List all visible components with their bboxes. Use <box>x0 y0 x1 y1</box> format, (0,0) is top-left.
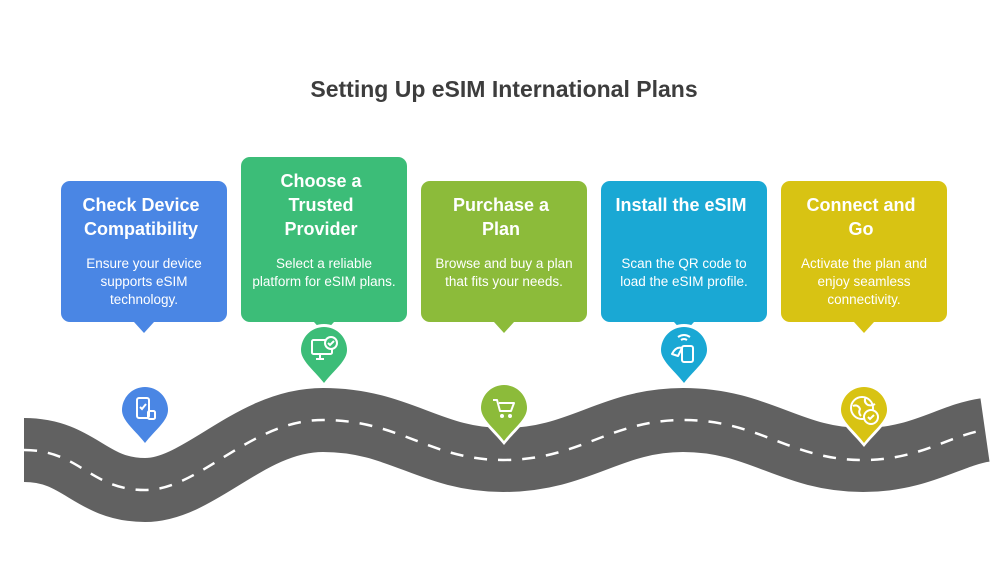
step-description: Scan the QR code to load the eSIM profil… <box>620 256 748 289</box>
location-pin <box>478 382 530 445</box>
step-title: Install the eSIM <box>615 195 747 215</box>
diagram-title: Setting Up eSIM International Plans <box>310 76 698 102</box>
location-pin <box>658 324 710 387</box>
card-pointer <box>134 322 154 333</box>
location-pin <box>838 384 890 447</box>
step-title: Choose a Trusted Provider <box>280 171 362 239</box>
card-pointer <box>494 322 514 333</box>
step-description: Activate the plan and enjoy seamless con… <box>800 256 928 307</box>
step-card: Connect and Go Activate the plan and enjo… <box>781 181 947 333</box>
phone-check-icon <box>136 397 156 420</box>
step-title: Purchase a Plan <box>452 195 550 239</box>
step-title: Connect and Go <box>806 195 916 239</box>
card-pointer <box>854 322 874 333</box>
globe-check-icon <box>850 396 879 425</box>
step-description: Ensure your device supports eSIM technol… <box>86 256 202 307</box>
step-description: Browse and buy a plan that fits your nee… <box>435 256 573 289</box>
mobile-scan-icon <box>671 334 694 363</box>
location-pin <box>298 324 350 387</box>
monitor-check-icon <box>311 336 338 360</box>
location-pin <box>119 384 171 447</box>
step-title: Check Device Compatibility <box>82 195 200 239</box>
step-card: Install the eSIM Scan the QR code to load… <box>601 181 767 333</box>
cart-icon <box>493 399 515 418</box>
step-description: Select a reliable platform for eSIM plan… <box>252 256 396 289</box>
